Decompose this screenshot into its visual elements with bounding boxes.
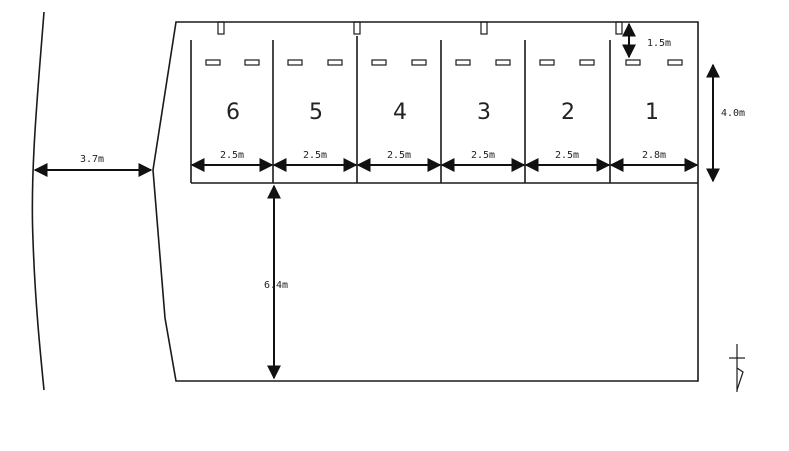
north-arrow-icon (729, 344, 745, 392)
setback-label: 1.5m (647, 38, 671, 49)
space-depth-label: 4.0m (721, 108, 745, 119)
aisle-depth-label: 6.4m (264, 280, 288, 291)
road-width-label: 3.7m (80, 154, 104, 165)
lot-outline (152, 21, 699, 382)
space-number: 6 (226, 100, 240, 125)
space-width-label: 2.5m (471, 150, 495, 161)
space-number: 4 (393, 100, 407, 125)
road-left-boundary (31, 11, 45, 391)
space-width-label: 2.5m (555, 150, 579, 161)
space-number: 3 (477, 100, 491, 125)
space-number: 1 (645, 100, 659, 125)
top-posts (217, 21, 623, 35)
space-width-label: 2.5m (387, 150, 411, 161)
space-numbers: 6 5 4 3 2 1 (226, 100, 659, 125)
stall-dividers (272, 36, 611, 183)
space-width-label: 2.5m (303, 150, 327, 161)
space-width-label: 2.8m (642, 150, 666, 161)
space-number: 5 (309, 100, 323, 125)
space-number: 2 (561, 100, 575, 125)
wheel-stops (205, 59, 683, 66)
width-dimension-labels: 2.5m 2.5m 2.5m 2.5m 2.5m 2.8m (220, 150, 666, 161)
space-width-label: 2.5m (220, 150, 244, 161)
